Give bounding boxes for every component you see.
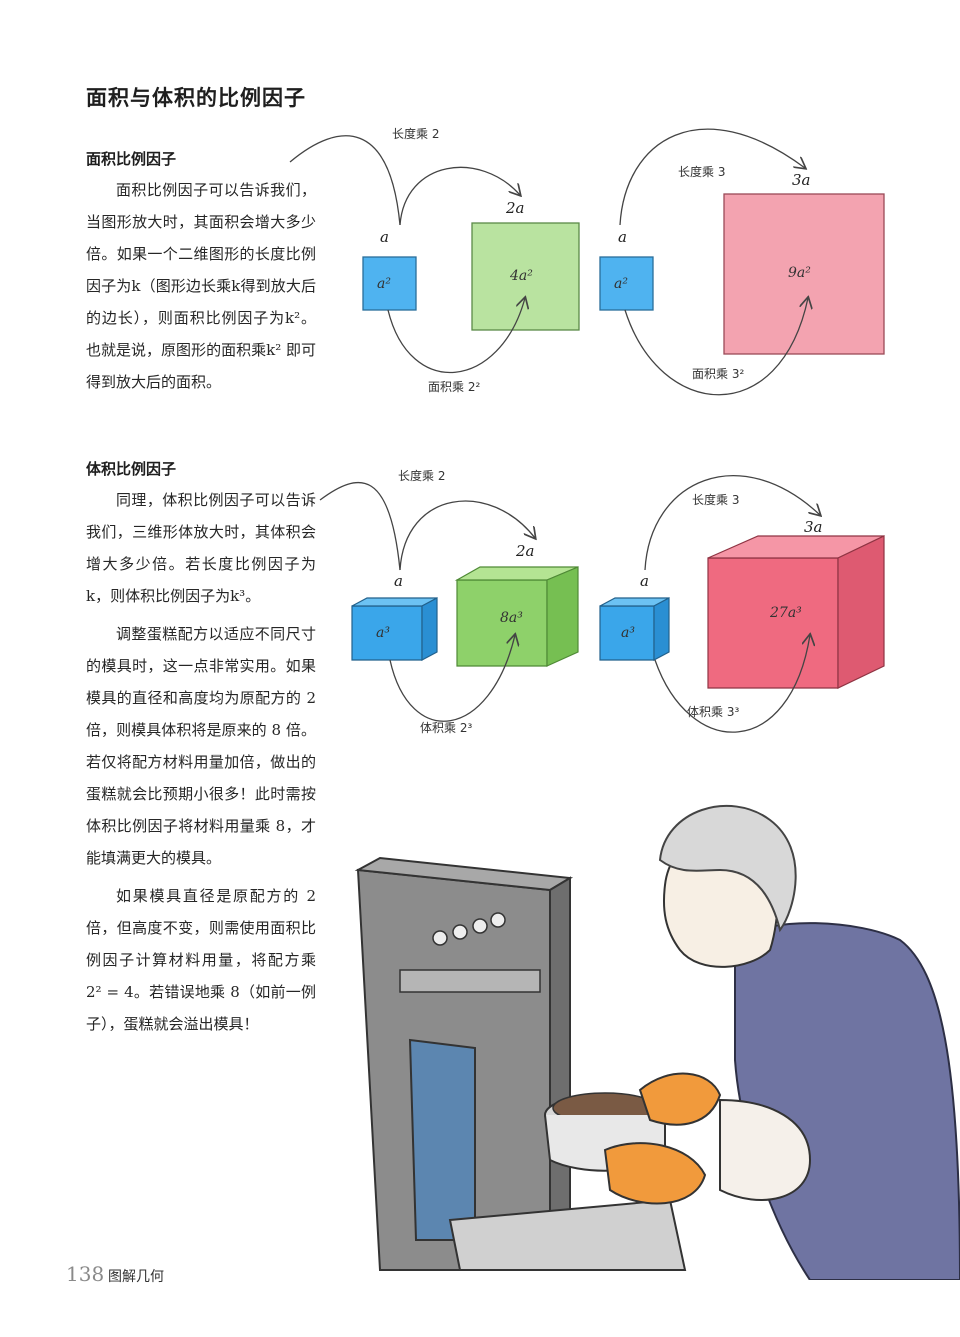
oven-knob bbox=[452, 924, 468, 940]
oven bbox=[354, 856, 687, 1271]
small-cube-right bbox=[599, 597, 670, 661]
volume-paragraph-3: 如果模具直径是原配方的 2 倍，但高度不变，则需使用面积比例因子计算材料用量，将… bbox=[86, 887, 316, 1033]
small-area-label-right: a² bbox=[614, 276, 628, 292]
hair bbox=[658, 804, 797, 933]
oven-mitt-right bbox=[638, 1072, 722, 1126]
small-cube-side-right: a bbox=[640, 572, 649, 590]
page-title: 面积与体积的比例因子 bbox=[86, 86, 306, 110]
large-cube-side-left: 2a bbox=[515, 542, 535, 560]
length-label-right: 长度乘 3 bbox=[678, 164, 725, 179]
oven-window bbox=[408, 1038, 476, 1241]
large-square-right bbox=[723, 193, 885, 355]
area-label-right: 面积乘 3² bbox=[692, 367, 744, 381]
vol-length-arrow-left bbox=[399, 500, 535, 571]
large-cube-side-right: 3a bbox=[804, 518, 823, 536]
vol-length-arc-start bbox=[319, 481, 401, 571]
volume-paragraph-1: 同理，体积比例因子可以告诉我们，三维形体放大时，其体积会增大多少倍。若长度比例因… bbox=[86, 491, 316, 605]
small-square-left bbox=[362, 256, 417, 311]
vol-volume-arrow-right bbox=[654, 635, 810, 733]
area-section-heading: 面积比例因子 bbox=[86, 150, 177, 168]
sweater bbox=[734, 922, 960, 1280]
apron bbox=[719, 1098, 812, 1201]
oven-knob bbox=[490, 912, 506, 928]
area-arrow-right bbox=[624, 298, 808, 396]
length-arc-start bbox=[289, 135, 401, 226]
vol-volume-label-right: 体积乘 3³ bbox=[687, 705, 739, 719]
vol-volume-label-left: 体积乘 2³ bbox=[420, 721, 472, 735]
area-paragraph: 面积比例因子可以告诉我们，当图形放大时，其面积会增大多少倍。如果一个二维图形的长… bbox=[86, 181, 316, 391]
small-side-label-right: a bbox=[618, 228, 627, 246]
book-title: 图解几何 bbox=[108, 1269, 164, 1285]
vol-volume-arrow-left bbox=[389, 635, 515, 722]
area-scale-diagram: 长度乘 2 a a² 2a 4a² 面积乘 2² 长度乘 3 a a² 3a 9… bbox=[289, 126, 885, 396]
oven-handle bbox=[399, 969, 541, 993]
volume-paragraph-2: 调整蛋糕配方以适应不同尺寸的模具时，这一点非常实用。如果模具的直径和高度均为原配… bbox=[86, 625, 316, 867]
small-cube-volume-right: a³ bbox=[621, 625, 635, 641]
oven-mitt-left bbox=[603, 1142, 707, 1205]
large-side-label-right: 3a bbox=[792, 171, 811, 189]
volume-section-heading: 体积比例因子 bbox=[86, 460, 177, 478]
small-side-label-left: a bbox=[380, 228, 389, 246]
area-arrow-left bbox=[387, 298, 525, 374]
large-square-left bbox=[471, 222, 580, 331]
large-side-label-left: 2a bbox=[505, 199, 525, 217]
baker-figure bbox=[658, 804, 960, 1280]
vol-length-label-left: 长度乘 2 bbox=[398, 468, 445, 483]
oven-knob bbox=[472, 918, 488, 934]
length-arrow-left bbox=[399, 166, 520, 226]
length-arrow-right bbox=[619, 128, 805, 226]
large-area-label-left: 4a² bbox=[509, 268, 533, 284]
area-label-left: 面积乘 2² bbox=[428, 380, 480, 394]
large-cube-left bbox=[454, 566, 579, 667]
large-cube-volume-left: 8a³ bbox=[500, 610, 523, 626]
small-cube-volume-left: a³ bbox=[376, 625, 390, 641]
volume-text-column: 同理，体积比例因子可以告诉我们，三维形体放大时，其体积会增大多少倍。若长度比例因… bbox=[86, 484, 316, 1040]
large-area-label-right: 9a² bbox=[788, 265, 811, 281]
vol-length-arrow-right bbox=[644, 475, 820, 571]
length-label-left: 长度乘 2 bbox=[392, 126, 439, 141]
volume-scale-diagram: 长度乘 2 a a³ 2a 8a³ 体积乘 2³ 长度乘 3 a a³ 3a 2… bbox=[319, 468, 885, 735]
small-cube-side-left: a bbox=[394, 572, 403, 590]
page-number: 138 bbox=[66, 1262, 105, 1286]
vol-length-label-right: 长度乘 3 bbox=[692, 492, 739, 507]
small-square-right bbox=[599, 256, 654, 311]
large-cube-volume-right: 27a³ bbox=[769, 605, 802, 621]
baking-illustration bbox=[354, 804, 960, 1280]
small-area-label-left: a² bbox=[377, 276, 391, 292]
oven-knob bbox=[432, 930, 448, 946]
cake-pan bbox=[544, 1092, 666, 1172]
small-cube-left bbox=[351, 597, 438, 661]
oven-door-open bbox=[448, 1198, 687, 1271]
